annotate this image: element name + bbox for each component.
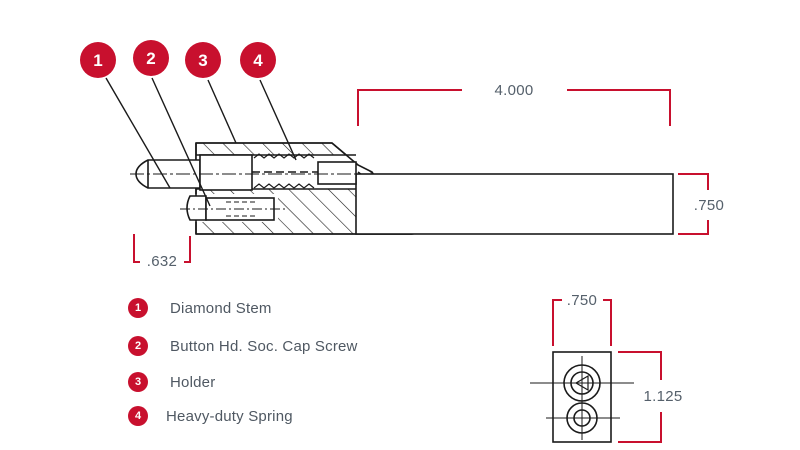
svg-text:1.125: 1.125: [643, 388, 682, 405]
svg-text:4.000: 4.000: [494, 82, 533, 99]
side-view: [130, 142, 674, 235]
svg-text:.632: .632: [147, 253, 177, 270]
svg-text:.750: .750: [567, 292, 597, 309]
dim-end-width: .750: [552, 292, 612, 346]
spring: [253, 153, 315, 189]
legend-label: Heavy-duty Spring: [166, 407, 293, 425]
legend-item-cap-screw: 2 Button Hd. Soc. Cap Screw: [128, 334, 358, 358]
svg-text:2: 2: [146, 49, 155, 68]
callout-3: 3: [185, 42, 221, 78]
legend-item-holder: 3 Holder: [128, 370, 215, 394]
legend-number-badge: 2: [128, 336, 148, 356]
legend-number-badge: 1: [128, 298, 148, 318]
legend-label: Holder: [170, 373, 216, 391]
legend-number-badge: 4: [128, 406, 148, 426]
legend-label: Diamond Stem: [170, 299, 272, 317]
svg-text:3: 3: [198, 51, 207, 70]
legend-item-spring: 4 Heavy-duty Spring: [128, 404, 293, 428]
shank: [355, 173, 674, 235]
cap-screw: [186, 195, 207, 221]
dim-offset: .632: [133, 234, 191, 270]
callout-1: 1: [80, 42, 116, 78]
dim-end-height: 1.125: [618, 351, 682, 443]
legend-label: Button Hd. Soc. Cap Screw: [170, 337, 358, 355]
callout-4: 4: [240, 42, 276, 78]
dim-diameter: .750: [678, 173, 724, 235]
leader-lines: [105, 77, 297, 207]
callout-2: 2: [133, 40, 169, 76]
svg-text:.750: .750: [694, 197, 724, 214]
end-view: [530, 351, 634, 443]
svg-text:1: 1: [93, 51, 102, 70]
svg-text:4: 4: [253, 51, 263, 70]
legend-number-badge: 3: [128, 372, 148, 392]
dim-length: 4.000: [357, 82, 671, 126]
legend-item-diamond-stem: 1 Diamond Stem: [128, 296, 272, 320]
